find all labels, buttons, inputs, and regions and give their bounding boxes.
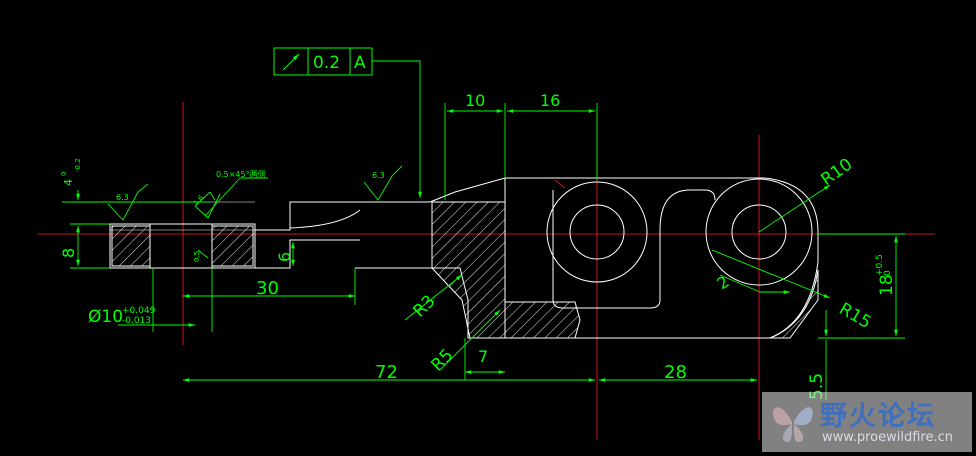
dim-4: 4 [62,179,75,186]
dim-dia10: Ø10 [88,307,123,327]
tolerance-value: 0.2 [313,53,340,73]
datum-label: A [354,53,366,73]
roughness-note-4: 0.5 [193,251,201,262]
dimension-lines [62,60,905,400]
dim-r2: 2 [713,272,732,293]
dim-r15: R15 [836,299,875,333]
butterfly-logo-icon [773,407,813,442]
dim-28: 28 [664,362,687,383]
watermark-url: www.proewildfire.cn [822,430,953,445]
dim-7: 7 [478,347,488,366]
watermark: 野火论坛 www.proewildfire.cn [762,392,972,452]
dim-dia10-tol-lo: -0.013 [122,316,151,326]
roughness-note-1: 6.3 [116,193,129,202]
dim-10: 10 [465,91,485,110]
dim-30: 30 [256,278,279,299]
runout-arrow-icon [282,53,300,71]
feature-control-frame [273,47,373,76]
roughness-note-2: 6.3 [372,171,385,180]
chamfer-note: 0.5×45°两侧 [216,169,266,179]
dim-16: 16 [540,91,560,110]
dim-18-tol-up: +0.5 [875,254,885,276]
roughness-note-3: 1.6 [192,193,206,207]
dim-dia10-tol-up: +0.049 [122,306,156,316]
dimension-texts: 10 16 8 6 30 72 7 28 5.5 R10 R15 2 R3 R5… [59,91,897,400]
dim-6: 6 [275,252,294,262]
dim-4-tol-lo: -0.2 [74,158,82,172]
dim-4-tol-up: 0 [60,172,68,176]
dim-8: 8 [59,248,78,258]
dim-18: 18 [877,274,897,296]
dim-r10: R10 [817,155,856,191]
part-outline [109,177,819,339]
watermark-name: 野火论坛 [820,401,936,432]
dim-r5: R5 [427,345,457,375]
dim-72: 72 [375,362,398,383]
dim-18-tol-lo: 0 [883,270,893,276]
hatched-sections [111,201,819,339]
